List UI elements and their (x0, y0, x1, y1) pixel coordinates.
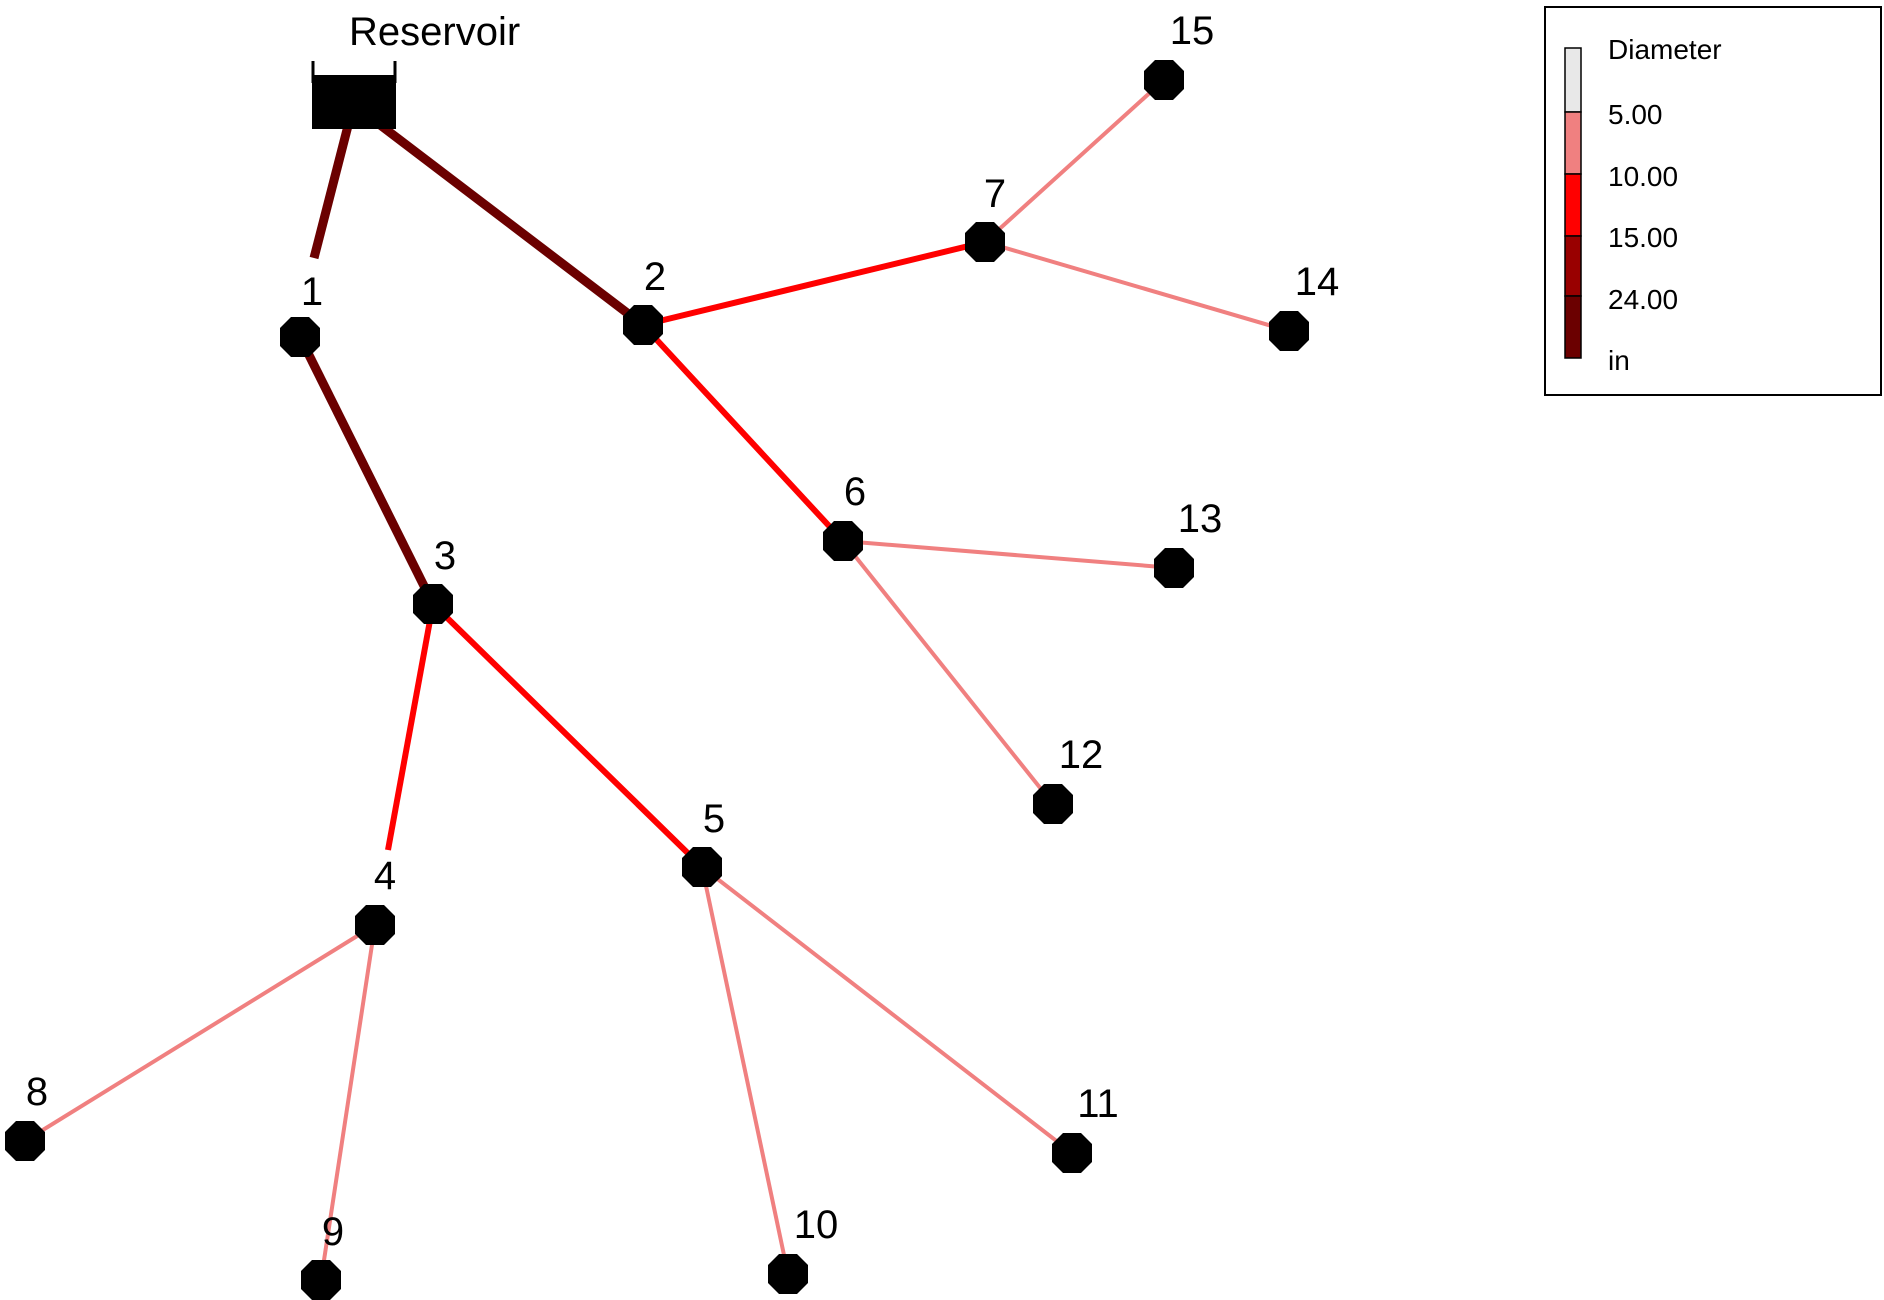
junction-10[interactable]: 10 (768, 1203, 838, 1294)
pipe-5-11[interactable] (700, 865, 1074, 1155)
legend-swatch-0 (1564, 47, 1582, 113)
junction-label: 7 (984, 172, 1006, 216)
legend-frame (1544, 6, 1882, 396)
junction-label: 10 (794, 1203, 839, 1247)
junction-2[interactable]: 2 (623, 255, 666, 345)
diameter-legend: Diameter 5.00 10.00 15.00 24.00 in (1544, 6, 1882, 396)
reservoir-label: Reservoir (349, 10, 520, 54)
junction-12[interactable]: 12 (1033, 733, 1103, 824)
junction-label: 3 (434, 534, 456, 578)
pipe-2-6[interactable] (640, 322, 846, 544)
junction-1[interactable]: 1 (280, 270, 323, 357)
legend-swatch-4 (1564, 295, 1582, 359)
pipe-6-13[interactable] (842, 539, 1175, 570)
legend-color-bar (1564, 47, 1582, 359)
junction-marker (623, 305, 663, 345)
junction-marker (1033, 784, 1073, 824)
legend-swatch-3 (1564, 235, 1582, 297)
legend-labels: 5.00 10.00 15.00 24.00 (1608, 99, 1678, 315)
junction-label: 1 (301, 270, 323, 314)
pipe-7-15[interactable] (983, 78, 1166, 244)
junction-14[interactable]: 14 (1269, 260, 1339, 351)
junction-label: 11 (1077, 1082, 1119, 1126)
junction-label: 2 (644, 255, 666, 299)
junction-label: 12 (1059, 733, 1104, 777)
junction-marker (682, 847, 722, 887)
reservoir-icon (312, 75, 396, 129)
junction-marker (301, 1260, 341, 1300)
pipe-R-2[interactable] (368, 114, 646, 329)
junction-3[interactable]: 3 (413, 534, 456, 624)
legend-unit: in (1608, 345, 1630, 376)
pipe-4-9[interactable] (319, 924, 377, 1281)
junction-label: 14 (1295, 260, 1340, 304)
pipe-5-10[interactable] (700, 866, 790, 1275)
junction-marker (1269, 311, 1309, 351)
legend-swatch-1 (1564, 111, 1582, 175)
junction-15[interactable]: 15 (1144, 9, 1214, 100)
junction-label: 15 (1170, 9, 1215, 53)
junction-marker (1144, 60, 1184, 100)
junction-marker (965, 222, 1005, 262)
legend-break-label: 5.00 (1608, 99, 1663, 130)
reservoir[interactable]: Reservoir (311, 10, 520, 129)
junction-label: 6 (844, 470, 866, 514)
pipe-1-3[interactable] (295, 334, 438, 607)
legend-break-label: 24.00 (1608, 284, 1678, 315)
junction-13[interactable]: 13 (1154, 497, 1222, 588)
junction-8[interactable]: 8 (5, 1070, 48, 1161)
junction-marker (5, 1121, 45, 1161)
pipe-R-1[interactable] (309, 116, 355, 260)
junction-marker (413, 584, 453, 624)
junction-marker (823, 521, 863, 561)
junction-marker (280, 317, 320, 357)
legend-break-label: 15.00 (1608, 222, 1678, 253)
pipe-3-5[interactable] (430, 601, 705, 870)
junction-label: 9 (322, 1210, 344, 1254)
legend-title: Diameter (1608, 34, 1722, 65)
pipe-2-7[interactable] (642, 239, 986, 328)
pipes-layer (23, 78, 1290, 1281)
junction-5[interactable]: 5 (682, 797, 725, 887)
junction-4[interactable]: 4 (355, 854, 396, 945)
junction-11[interactable]: 11 (1052, 1082, 1119, 1173)
junction-marker (355, 905, 395, 945)
junction-label: 5 (703, 797, 725, 841)
junction-label: 13 (1178, 497, 1223, 541)
pipe-6-12[interactable] (841, 539, 1055, 806)
junction-7[interactable]: 7 (965, 172, 1006, 262)
junction-label: 4 (374, 854, 396, 898)
junction-marker (1154, 548, 1194, 588)
pipe-3-4[interactable] (385, 603, 436, 851)
legend-swatch-2 (1564, 173, 1582, 237)
junction-marker (1052, 1133, 1092, 1173)
legend-break-label: 10.00 (1608, 161, 1678, 192)
junction-9[interactable]: 9 (301, 1210, 344, 1300)
pipe-4-8[interactable] (23, 923, 377, 1143)
junction-marker (768, 1254, 808, 1294)
junction-label: 8 (26, 1070, 48, 1114)
junction-6[interactable]: 6 (823, 470, 866, 561)
pipe-7-14[interactable] (984, 240, 1290, 333)
